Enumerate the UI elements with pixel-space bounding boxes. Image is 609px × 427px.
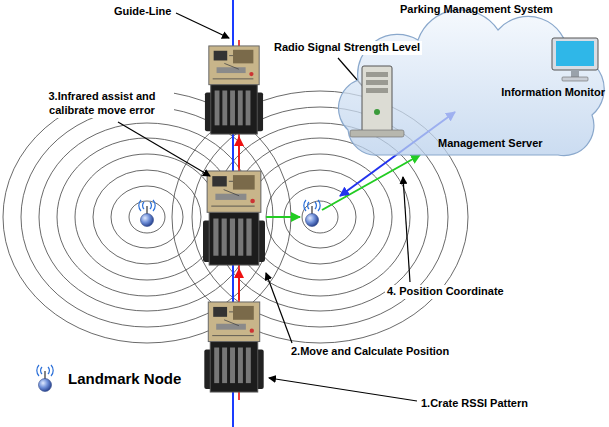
landmark-node — [304, 200, 320, 227]
robot — [203, 171, 265, 265]
robot — [205, 46, 263, 134]
legend-landmark-icon — [37, 365, 53, 392]
server-icon — [348, 62, 406, 140]
step-label: 1.Crate RSSI Pattern — [419, 397, 530, 411]
guide-line-label: Guide-Line — [112, 5, 173, 19]
step-label: 3.Infrared assist and calibrate move err… — [30, 90, 174, 118]
data-arrow — [266, 216, 300, 218]
robot — [204, 302, 263, 392]
step-label: 2.Move and Calculate Position — [289, 345, 451, 359]
node-label: Information Monitor — [501, 86, 605, 99]
landmark-node — [139, 200, 155, 227]
cloud-node: Parking Management SystemInformation Mon… — [318, 0, 609, 165]
move-arrow — [238, 269, 240, 300]
leader-lines — [118, 13, 417, 401]
signal-label: Radio Signal Strength Level — [272, 41, 422, 55]
move-arrow — [238, 137, 240, 168]
monitor-node: Information Monitor — [483, 36, 607, 102]
legend-text: Landmark Node — [66, 370, 183, 389]
node-label: Management Server — [438, 137, 543, 150]
step-label: 4. Position Coordinate — [385, 285, 506, 299]
monitor-icon — [549, 36, 601, 84]
server-node: Management Server — [348, 62, 548, 154]
system-heading: Parking Management System — [400, 3, 553, 16]
data-arrow — [322, 155, 420, 210]
